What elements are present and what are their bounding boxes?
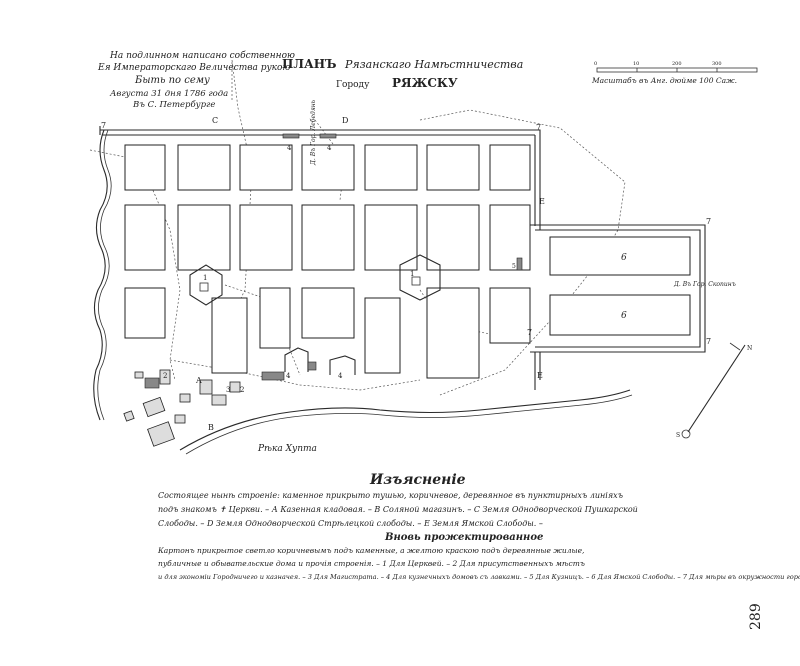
map-title: ПЛАНЪ Рязанскаго Намѣстничества Городу Р…: [282, 57, 523, 90]
block: [489, 287, 531, 344]
block-6-south: [549, 294, 691, 336]
river-khupta: [179, 389, 631, 451]
label-2-sw: 2: [163, 372, 167, 380]
area-letters: C D E E 7 7 7 7 7 Д. Въ Гор. Скопинъ Рѣк…: [101, 116, 736, 454]
scale-tick-0: 0: [594, 61, 597, 67]
label-A: A: [195, 376, 202, 385]
label-1-east: 1: [410, 270, 414, 278]
approval-line-4: Августа 31 дня 1786 года: [109, 89, 228, 99]
block: [301, 144, 355, 191]
block: [489, 204, 531, 271]
label-5: 5: [512, 263, 516, 270]
label-7-ne: 7: [536, 123, 541, 132]
church-square-west: 1: [189, 264, 223, 306]
title-prefix: ПЛАНЪ: [282, 57, 337, 71]
approval-line-3: Быть по сему: [134, 75, 210, 86]
scale-caption: Масштабъ въ Анг. дюйме 100 Саж.: [591, 76, 737, 85]
label-7-nw: 7: [101, 121, 106, 130]
label-6-south: 6: [621, 311, 627, 321]
block: [426, 287, 480, 379]
block-6-north: [549, 236, 691, 276]
river-west: [93, 129, 108, 421]
legend-proj-1: Картонъ прикрытое светло коричневымъ под…: [157, 546, 584, 555]
block: [426, 204, 480, 271]
legend-proj-2: публичные и обывательские дома и прочія …: [158, 559, 585, 568]
label-6-north: 6: [621, 253, 627, 263]
approval-line-1: На подлинном написано собственною: [109, 50, 295, 61]
building-5: [516, 257, 523, 271]
block: [426, 144, 480, 191]
scale-tick-2: 200: [672, 61, 682, 67]
legend-line-2: подъ знакомъ ✝ Церкви. – А Казенная клад…: [158, 505, 638, 514]
block: [301, 287, 355, 339]
block: [124, 287, 166, 339]
block: [177, 144, 231, 191]
block: [211, 297, 248, 374]
label-7-e2: 7: [706, 337, 711, 346]
building-2: [144, 377, 160, 389]
title-region: Рязанскаго Намѣстничества: [344, 58, 523, 71]
compass-n-label: N: [747, 345, 752, 352]
scale-bar: 0 10 200 300 Масштабъ въ Анг. дюйме 100 …: [591, 61, 758, 85]
label-B: B: [208, 423, 214, 432]
scale-tick-1: 10: [633, 61, 639, 67]
block: [124, 144, 166, 191]
road-lebedyan-label: Д. Въ Гор. Лебедянь: [310, 100, 317, 166]
building-3: [261, 371, 285, 381]
building-4-west: [282, 133, 300, 139]
town-boundary: [99, 126, 706, 390]
approval-line-5: Въ С. Петербурге: [132, 99, 215, 110]
block: [364, 204, 418, 271]
block: [177, 204, 231, 271]
block: [364, 144, 418, 191]
approval-line-2: Ея Императорскаго Величества рукою: [97, 63, 290, 73]
compass-needle: N S: [676, 342, 752, 439]
block: [364, 297, 401, 374]
legend-line-3: Слободы. – D Земля Однодворческой Стрѣле…: [158, 519, 543, 528]
legend-line-1: Состоящее нынѣ строеніе: каменное прикры…: [158, 491, 623, 500]
road-skopin-label: Д. Въ Гор. Скопинъ: [673, 281, 736, 288]
building-4-east: [319, 133, 337, 139]
title-town: РЯЖСКУ: [392, 76, 458, 90]
label-1-west: 1: [203, 274, 207, 282]
block: [301, 204, 355, 271]
south-old-town: A B 3 2 4 4 2: [123, 347, 356, 447]
block: [489, 144, 531, 191]
label-4-se: 4: [338, 372, 343, 380]
label-4-sw: 4: [286, 372, 291, 380]
block: [239, 144, 293, 191]
label-D: D: [342, 116, 348, 125]
label-E-north: E: [539, 197, 545, 206]
label-7-se: 7: [527, 328, 532, 337]
block: [124, 204, 166, 271]
label-3: 3: [226, 386, 230, 394]
imperial-approval-inscription: На подлинном написано собственною Ея Имп…: [97, 50, 295, 110]
label-4-ne: 4: [327, 144, 332, 152]
title-town-prefix: Городу: [336, 80, 370, 90]
scale-tick-3: 300: [712, 61, 722, 67]
legend-proj-3: и для экономіи Городничего и казначея. –…: [158, 573, 800, 581]
block: [239, 204, 293, 271]
label-4-nw: 4: [287, 144, 292, 152]
yamskaya-blocks: 6 6 5: [512, 236, 691, 336]
old-town-outline: [89, 59, 626, 396]
legend: Изъясненіе Состоящее нынѣ строеніе: каме…: [157, 472, 800, 581]
church-square-east: 1: [399, 254, 441, 301]
label-C: C: [212, 116, 218, 125]
block: [259, 287, 291, 349]
page-number: 289: [748, 603, 764, 630]
legend-title: Изъясненіе: [369, 472, 466, 488]
town-blocks: [124, 144, 531, 379]
compass-s-label: S: [676, 432, 680, 439]
north-gate-buildings: 4 4 Д. Въ Гор. Лебедянь: [282, 100, 337, 166]
legend-proj-title: Вновь прожектированное: [384, 532, 543, 543]
label-2: 2: [240, 386, 244, 394]
river-khupta-label: Рѣка Хупта: [257, 444, 317, 454]
label-7-e1: 7: [706, 217, 711, 226]
label-E-south: E: [537, 371, 543, 380]
